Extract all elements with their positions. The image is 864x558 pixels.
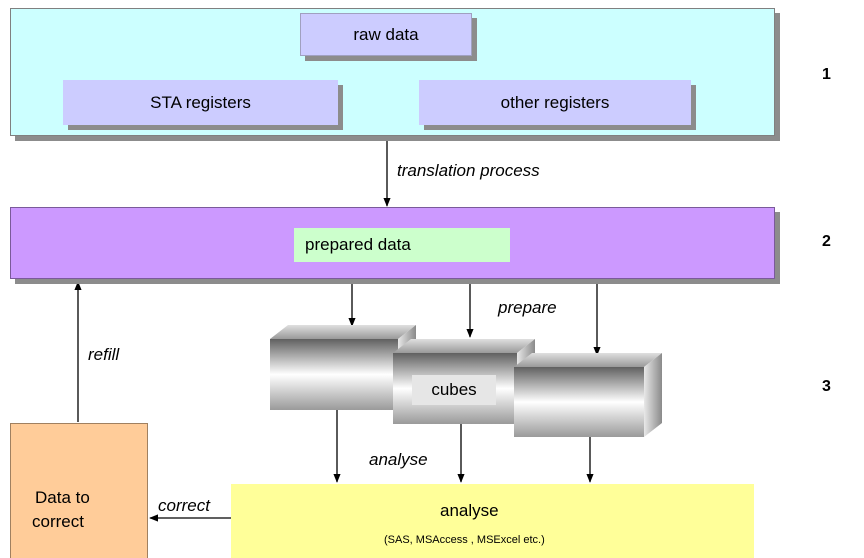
correct-label: correct xyxy=(158,496,210,515)
data-to-correct-line1: Data to xyxy=(35,488,90,507)
sta-registers-box: STA registers xyxy=(63,80,338,125)
data-to-correct-box xyxy=(10,423,148,558)
raw-data-label: raw data xyxy=(353,24,419,44)
analyse-tools: (SAS, MSAccess , MSExcel etc.) xyxy=(384,534,545,546)
prepared-data-box: prepared data xyxy=(294,228,510,262)
analyse-box xyxy=(231,484,754,558)
sta-registers-label: STA registers xyxy=(150,92,251,112)
data-to-correct-line2: correct xyxy=(32,512,84,531)
other-registers-box: other registers xyxy=(419,80,691,125)
layer-number-3: 3 xyxy=(822,378,831,395)
prepare-label: prepare xyxy=(498,298,557,317)
layer-number-1: 1 xyxy=(822,66,831,83)
analyse-title: analyse xyxy=(440,501,499,520)
raw-data-box: raw data xyxy=(300,13,472,56)
refill-label: refill xyxy=(88,345,120,364)
translation-process-label: translation process xyxy=(397,161,540,180)
analyse-arrow-label: analyse xyxy=(369,450,428,469)
layer-number-2: 2 xyxy=(822,233,831,250)
cubes-label-box: cubes xyxy=(412,375,496,405)
cube-3 xyxy=(514,353,662,437)
cubes-label: cubes xyxy=(431,380,477,399)
other-registers-label: other registers xyxy=(500,92,610,112)
prepared-data-label: prepared data xyxy=(305,235,411,254)
